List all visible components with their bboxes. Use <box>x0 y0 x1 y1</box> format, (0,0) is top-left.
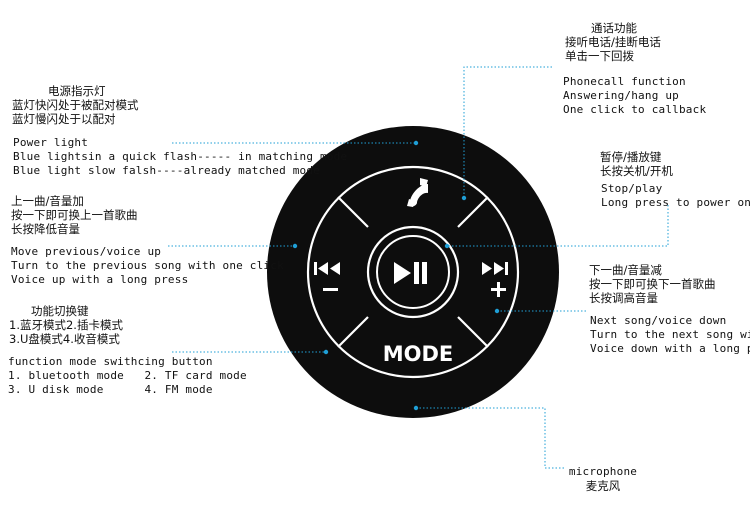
center-button <box>376 235 450 309</box>
play-en-line: Stop/play <box>601 182 663 195</box>
call-en-line: One click to callback <box>563 103 707 116</box>
play-zh-line: 长按关机/开机 <box>600 164 673 178</box>
prev-callout-en: Move previous/voice up Turn to the previ… <box>11 245 284 287</box>
prev-en-line: Move previous/voice up <box>11 245 162 258</box>
mode-callout-zh: 功能切换键 1.蓝牙模式2.插卡模式 3.U盘模式4.收音模式 <box>9 304 123 346</box>
next-en-line: Next song/voice down <box>590 314 727 327</box>
next-title: 下一曲/音量减 <box>589 263 662 277</box>
divider-line <box>337 196 369 228</box>
power-title: 电源指示灯 <box>48 84 106 98</box>
previous-icon <box>314 262 340 291</box>
mic-zh: 麦克风 <box>585 479 621 493</box>
mode-en-line: function mode swithcing button <box>8 355 213 368</box>
prev-zh-line: 按一下即可换上一首歌曲 <box>11 208 138 222</box>
divider-line <box>457 316 489 348</box>
mic-en: microphone <box>568 465 638 478</box>
next-zh-line: 按一下即可换下一首歌曲 <box>589 277 716 291</box>
power-zh-line: 蓝灯慢闪处于以配对 <box>12 112 116 126</box>
call-zh-line: 单击一下回拨 <box>565 49 634 63</box>
prev-en-line: Turn to the previous song with one click <box>11 259 284 272</box>
mode-en-line: 3. U disk mode 4. FM mode <box>8 383 213 396</box>
next-callout-en: Next song/voice down Turn to the next so… <box>590 314 750 356</box>
call-en-line: Answering/hang up <box>563 89 679 102</box>
next-en-line: Turn to the next song with <box>590 328 750 341</box>
power-en-line: Blue lightsin a quick flash----- in matc… <box>13 150 348 163</box>
control-ring <box>306 165 520 379</box>
call-title: 通话功能 <box>591 21 637 35</box>
power-en-line: Blue light slow falsh----already matched… <box>13 164 321 177</box>
next-zh-line: 长按调高音量 <box>589 291 658 305</box>
mode-title: 功能切换键 <box>31 304 89 318</box>
prev-en-line: Voice up with a long press <box>11 273 189 286</box>
power-callout-zh: 电源指示灯 蓝灯快闪处于被配对模式 蓝灯慢闪处于以配对 <box>12 84 139 126</box>
prev-zh-line: 长按降低音量 <box>11 222 80 236</box>
mode-en-line: 1. bluetooth mode 2. TF card mode <box>8 369 247 382</box>
next-icon <box>482 262 508 297</box>
power-callout-en: Power light Blue lightsin a quick flash-… <box>13 136 347 178</box>
phone-icon <box>407 178 428 207</box>
play-en-line: Long press to power on <box>601 196 750 209</box>
power-zh-line: 蓝灯快闪处于被配对模式 <box>12 98 139 112</box>
next-callout-zh: 下一曲/音量减 按一下即可换下一首歌曲 长按调高音量 <box>589 263 716 305</box>
call-en-line: Phonecall function <box>563 75 686 88</box>
divider-line <box>337 316 369 348</box>
call-callout-zh: 通话功能 接听电话/挂断电话 单击一下回拨 <box>565 21 661 63</box>
next-en-line: Voice down with a long pr <box>590 342 750 355</box>
call-callout-en: Phonecall function Answering/hang up One… <box>563 75 706 117</box>
prev-title: 上一曲/音量加 <box>11 194 84 208</box>
leader-dots <box>292 140 500 411</box>
power-en-line: Power light <box>13 136 89 149</box>
mode-zh-line: 3.U盘模式4.收音模式 <box>9 332 120 346</box>
prev-callout-zh: 上一曲/音量加 按一下即可换上一首歌曲 长按降低音量 <box>11 194 138 236</box>
mic-callout: microphone 麦克风 <box>563 465 643 493</box>
play-title: 暂停/播放键 <box>600 150 662 164</box>
play-callout-zh: 暂停/播放键 长按关机/开机 <box>600 150 673 178</box>
mode-zh-line: 1.蓝牙模式2.插卡模式 <box>9 318 123 332</box>
play-pause-icon <box>394 262 427 284</box>
divider-line <box>457 196 489 228</box>
leader-lines <box>168 66 669 469</box>
play-callout-en: Stop/play Long press to power on <box>601 182 750 210</box>
mode-callout-en: function mode swithcing button 1. blueto… <box>8 355 247 397</box>
call-zh-line: 接听电话/挂断电话 <box>565 35 661 49</box>
mode-label: MODE <box>383 342 454 366</box>
